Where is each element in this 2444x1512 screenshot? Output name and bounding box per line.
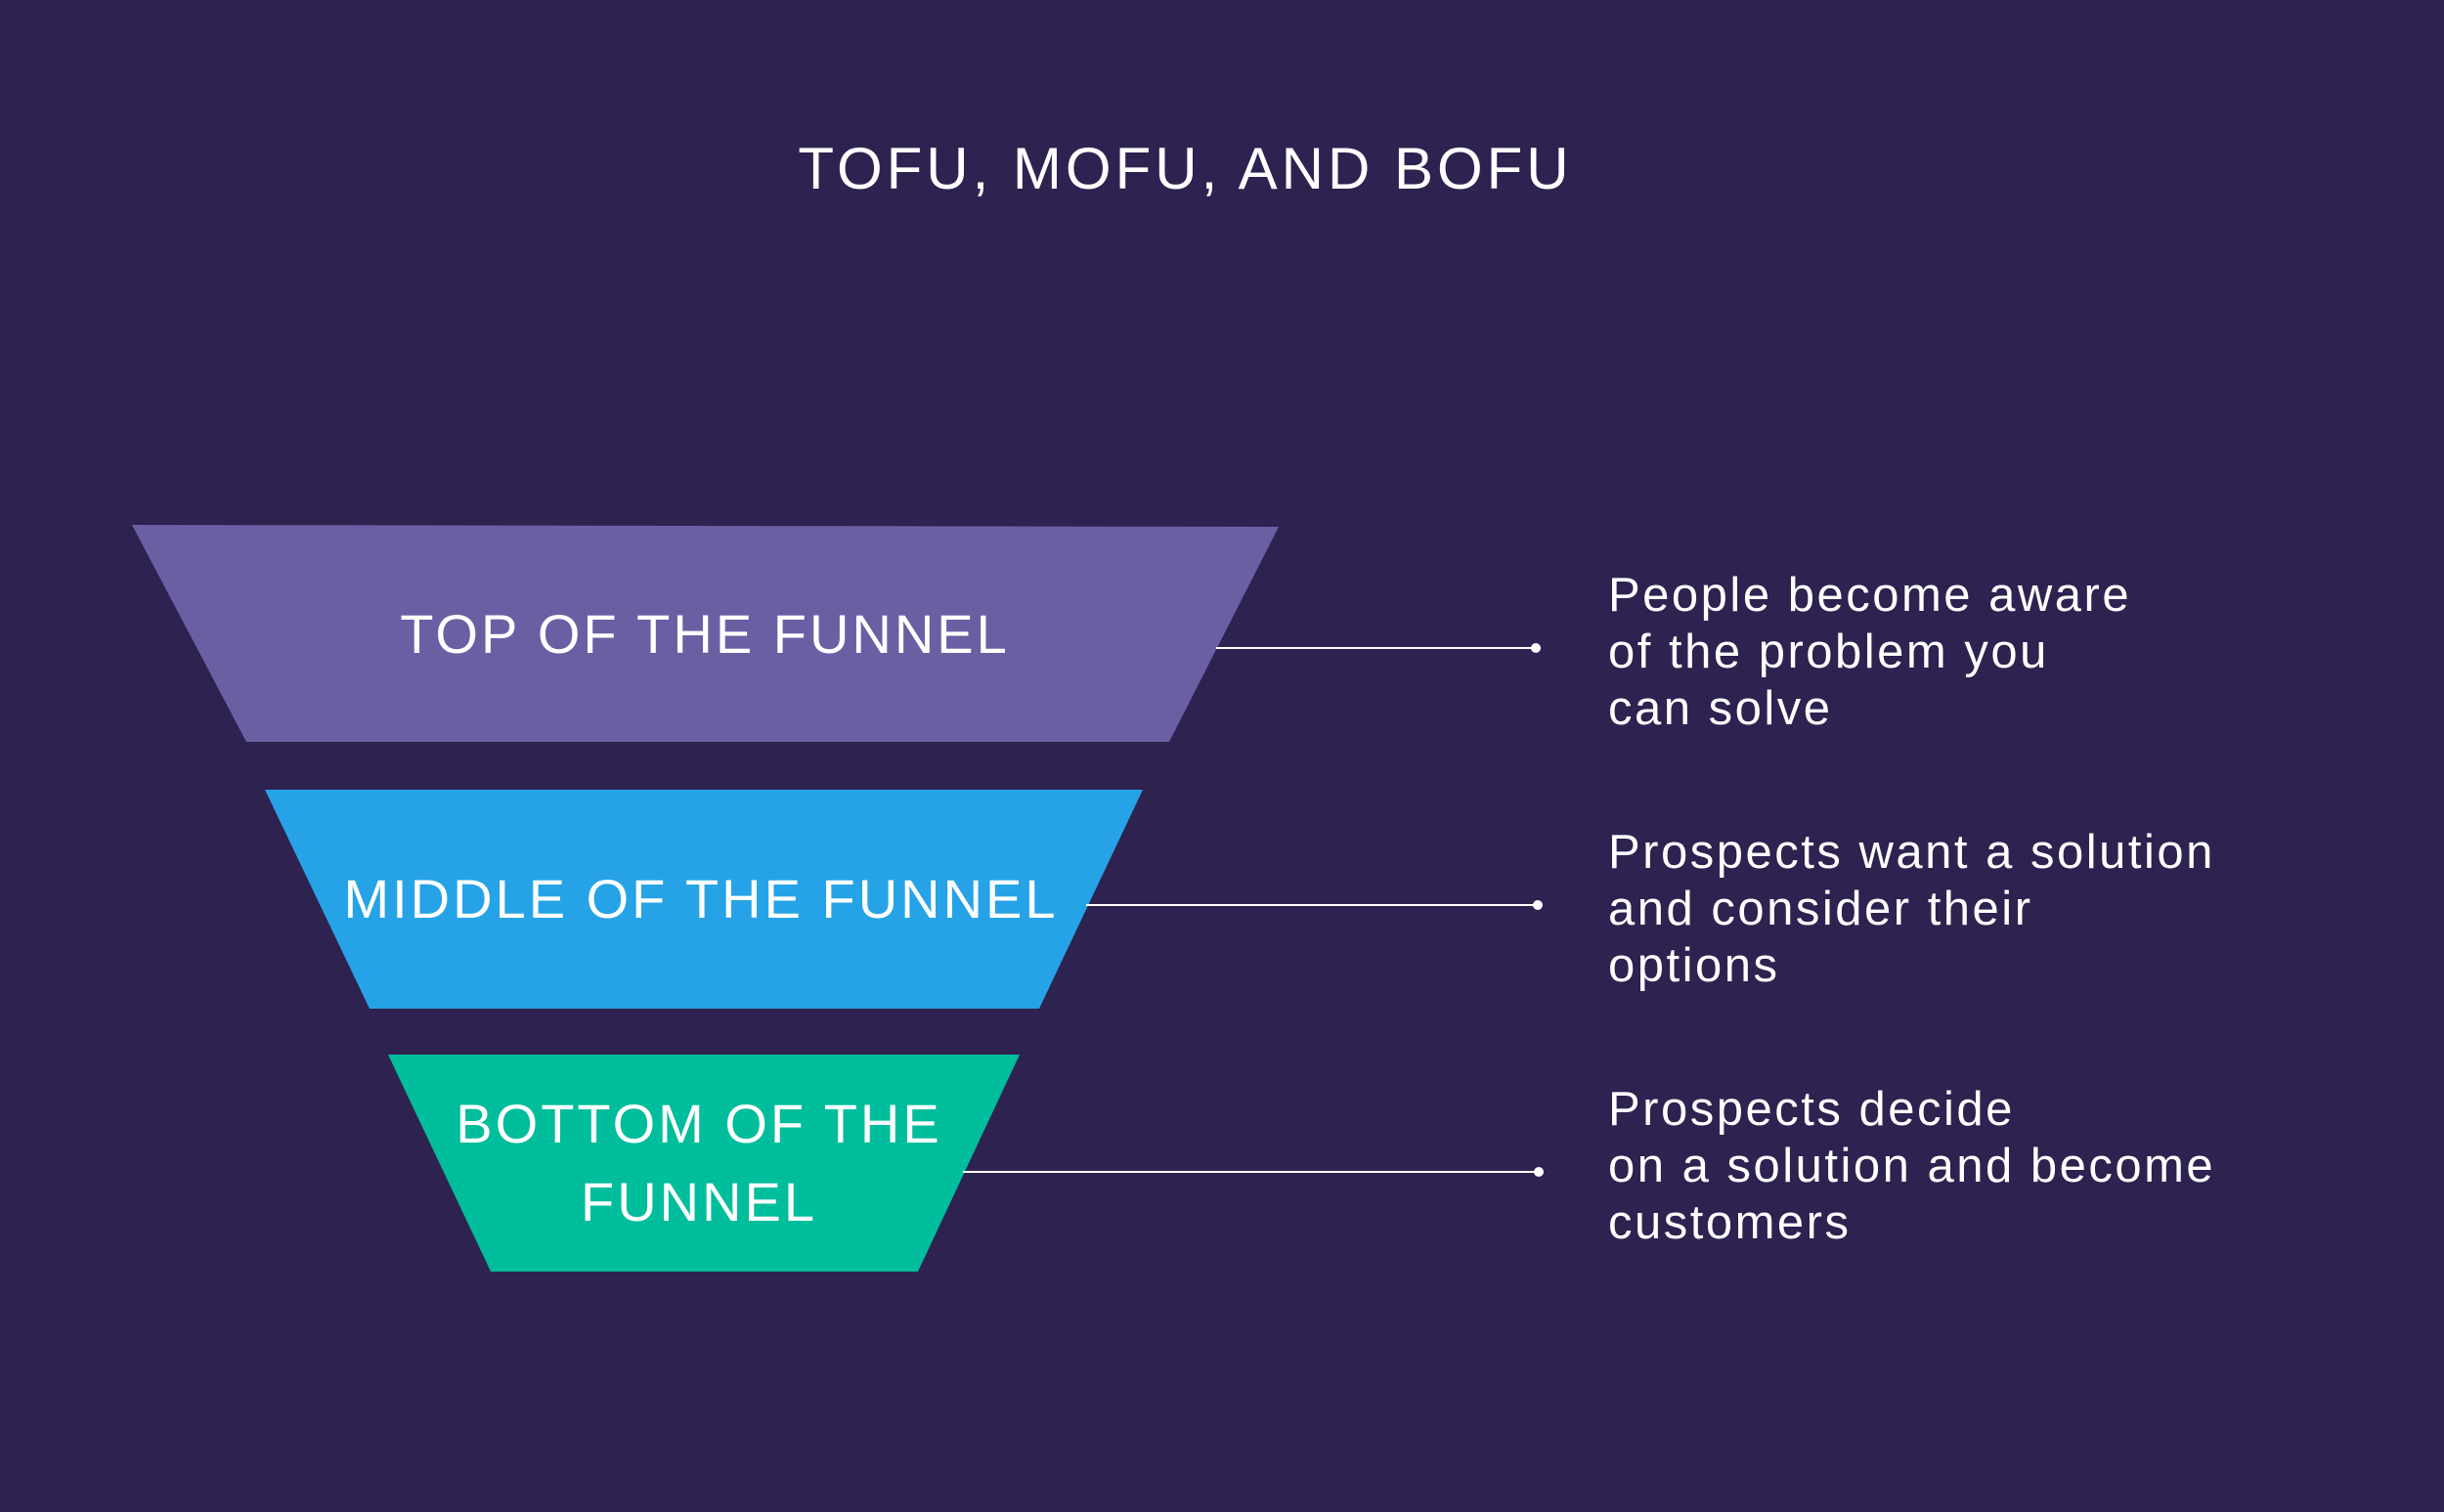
funnel-bottom-segment <box>388 1055 1020 1272</box>
description-line: and consider their <box>1608 883 2033 935</box>
description-line: on a solution and become <box>1608 1140 2216 1192</box>
stage-label-top: TOP OF THE FUNNEL <box>400 603 1010 665</box>
stage-label-bottom-line-1: BOTTOM OF THE <box>456 1093 942 1154</box>
diagram-title: TOFU, MOFU, AND BOFU <box>798 136 1573 201</box>
stage-label-bottom-line-2: FUNNEL <box>580 1171 818 1232</box>
stage-label-middle: MIDDLE OF THE FUNNEL <box>343 868 1059 929</box>
connector-top-dot <box>1531 643 1541 653</box>
description-middle: Prospects want a solution and consider t… <box>1608 824 2215 994</box>
description-line: customers <box>1608 1196 1852 1249</box>
description-bottom: Prospects decide on a solution and becom… <box>1608 1081 2215 1251</box>
funnel-middle-segment <box>265 790 1143 1009</box>
description-line: People become aware <box>1608 569 2132 622</box>
description-top: People become aware of the problem you c… <box>1608 567 2131 737</box>
description-line: Prospects decide <box>1608 1083 2015 1136</box>
description-line: of the problem you <box>1608 626 2049 678</box>
description-line: Prospects want a solution <box>1608 826 2215 879</box>
description-line: options <box>1608 939 1780 992</box>
stage-label-bottom: BOTTOM OF THE FUNNEL <box>406 1085 992 1241</box>
description-line: can solve <box>1608 682 1833 735</box>
connector-middle-dot <box>1533 900 1543 910</box>
connector-bottom-dot <box>1534 1167 1544 1177</box>
funnel-top-segment <box>132 525 1279 742</box>
